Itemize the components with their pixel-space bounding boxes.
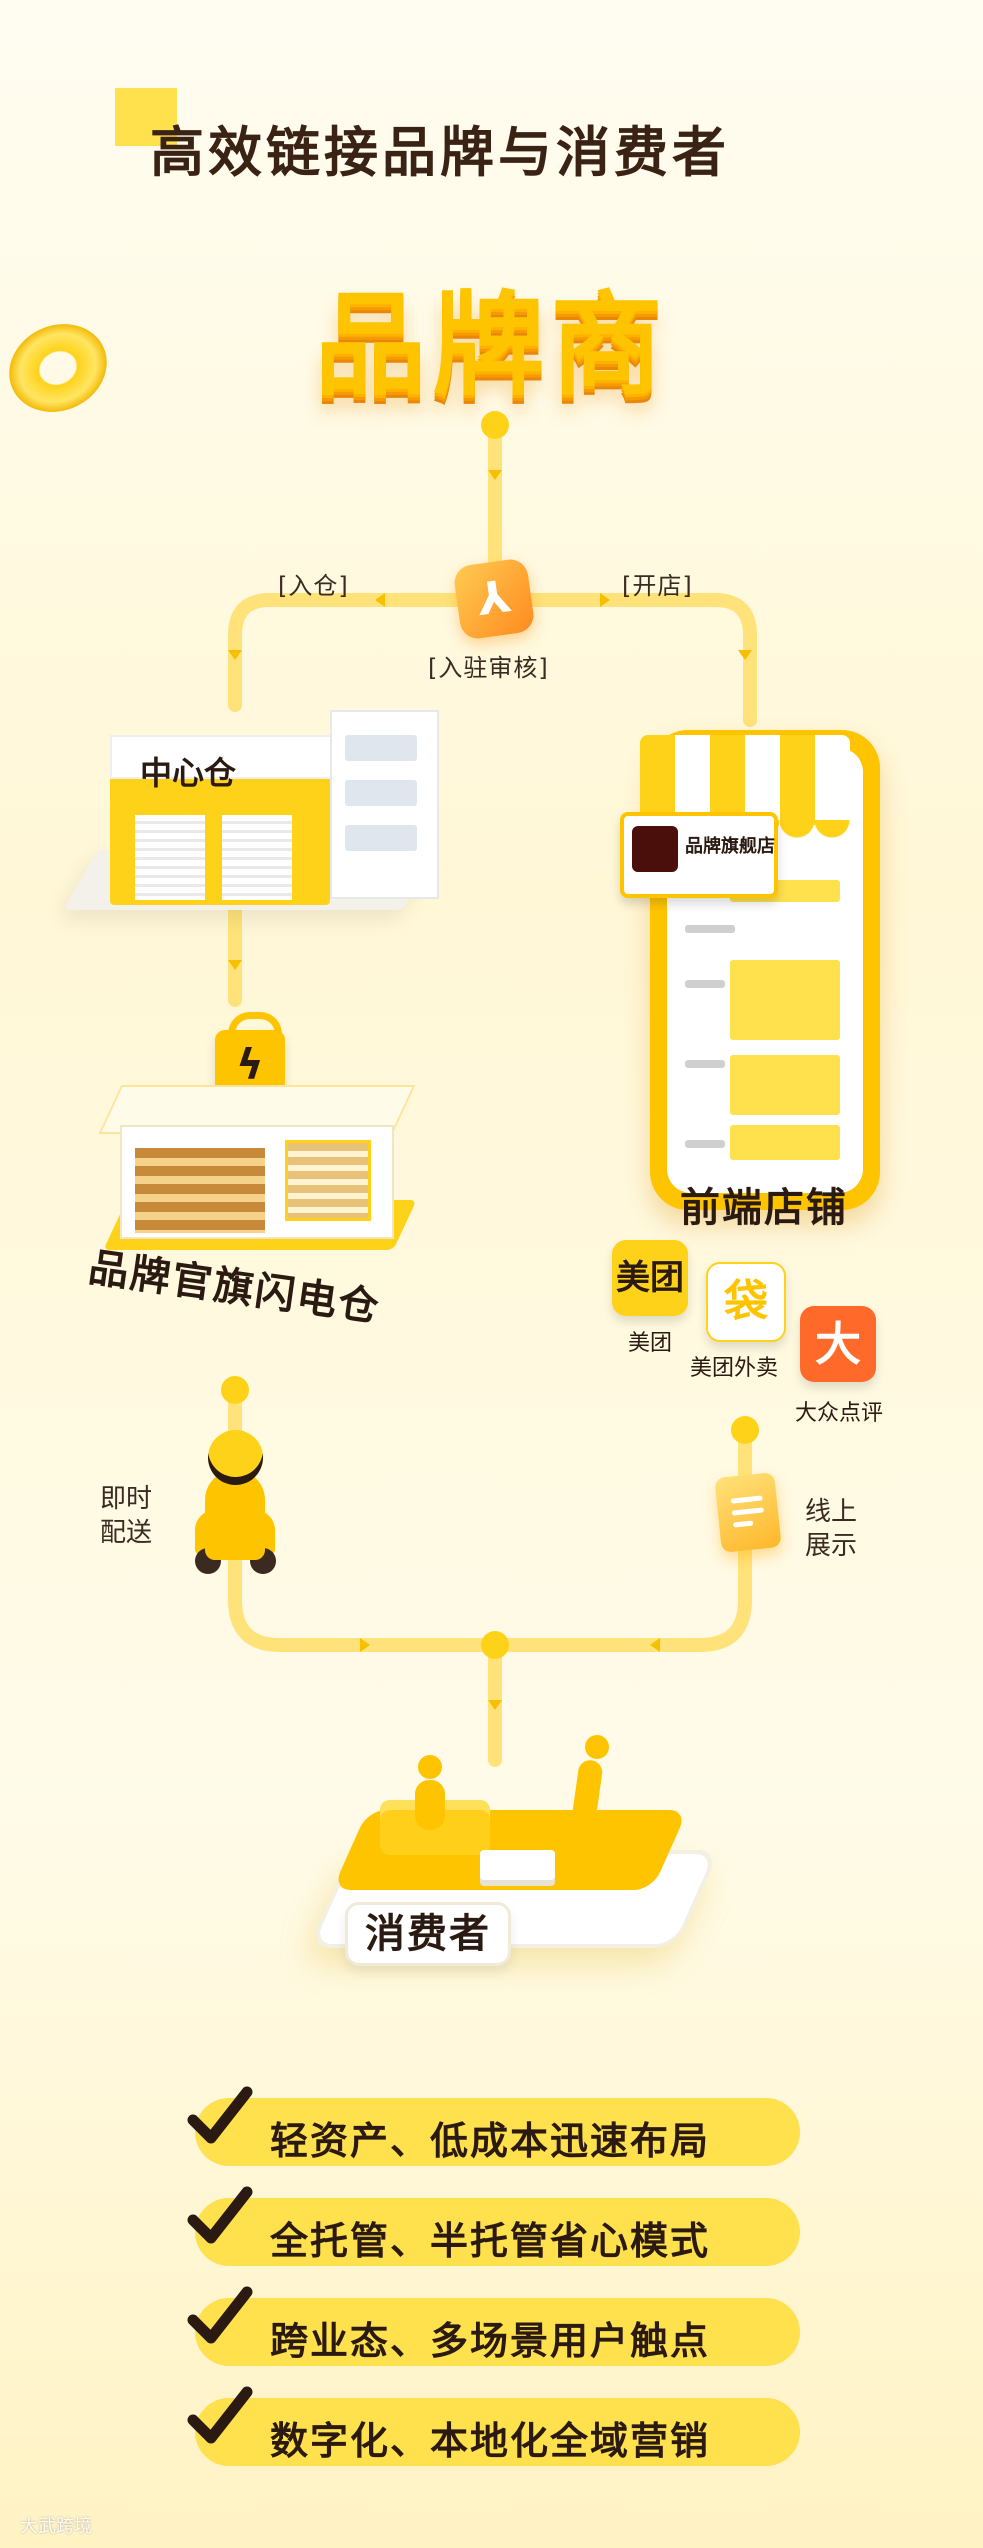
watermark: 大武跨境 [20, 2512, 92, 2538]
delivery-label-line: 配送 [100, 1516, 152, 1550]
open-store-label: [开店] [622, 566, 693, 601]
check-icon [185, 2082, 255, 2152]
online-display-label: 线上 展示 [805, 1495, 857, 1563]
node-right-top [731, 1416, 759, 1444]
node-left-top [221, 1376, 249, 1404]
check-icon [185, 2182, 255, 2252]
stock-in-label: [入仓] [278, 566, 349, 601]
benefit-text: 跨业态、多场景用户触点 [270, 2310, 710, 2365]
delivery-label: 即时 配送 [100, 1482, 152, 1550]
list-grey [685, 1060, 725, 1068]
meituan-waimai-label: 美团外卖 [690, 1350, 778, 1382]
benefit-text: 数字化、本地化全域营销 [270, 2410, 710, 2465]
audit-icon: ⅄ [452, 557, 536, 641]
meituan-label: 美团 [628, 1325, 672, 1357]
warehouse-sign: 中心仓 [140, 748, 236, 794]
list-grey [685, 1140, 725, 1148]
icon-line [730, 1495, 762, 1503]
shop-name: 品牌旗舰店 [685, 832, 775, 858]
warehouse-window [345, 780, 417, 806]
icon-line [732, 1507, 764, 1515]
online-label-line: 线上 [805, 1495, 857, 1529]
dianping-label: 大众点评 [795, 1395, 883, 1427]
warehouse-door [135, 815, 205, 900]
benefit-text: 全托管、半托管省心模式 [270, 2210, 710, 2265]
online-display-icon [714, 1472, 782, 1553]
person-sitting [415, 1780, 445, 1830]
shop-logo [632, 826, 678, 872]
list-grey [685, 980, 725, 988]
store-shelves [135, 1148, 265, 1233]
warehouse-window [345, 825, 417, 851]
icon-line [733, 1521, 753, 1528]
dianping-app-icon: 大 [800, 1306, 876, 1382]
audit-label: [入驻审核] [428, 648, 549, 683]
online-label-line: 展示 [805, 1529, 857, 1563]
meituan-waimai-app-icon: 袋 [706, 1262, 786, 1342]
product-card [730, 960, 840, 1040]
node-junction [481, 1631, 509, 1659]
warehouse-window [345, 735, 417, 761]
front-store-label: 前端店铺 [680, 1175, 848, 1233]
store-window [285, 1140, 371, 1221]
delivery-label-line: 即时 [100, 1482, 152, 1516]
check-icon [185, 2382, 255, 2452]
product-card [730, 1055, 840, 1115]
check-icon [185, 2282, 255, 2352]
node-brand [481, 411, 509, 439]
person-head [418, 1755, 442, 1779]
consumer-label: 消费者 [345, 1902, 511, 1966]
warehouse-door [222, 815, 292, 900]
coffee-table [480, 1850, 555, 1880]
meituan-app-icon: 美团 [612, 1240, 688, 1316]
track-left-bottom [235, 1390, 495, 1645]
benefit-text: 轻资产、低成本迅速布局 [270, 2110, 710, 2165]
track-right-bottom [495, 1430, 745, 1645]
person-head [585, 1735, 609, 1759]
list-grey [685, 925, 735, 933]
rider-helmet [208, 1430, 263, 1485]
product-card [730, 1125, 840, 1160]
